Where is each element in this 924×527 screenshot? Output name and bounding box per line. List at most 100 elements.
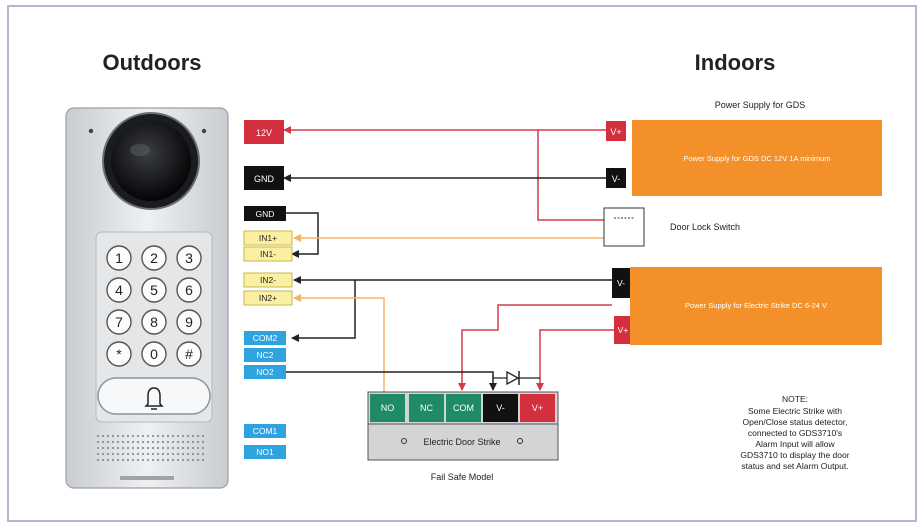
brand-logo: [120, 476, 174, 480]
terminal-com2: COM2: [244, 331, 286, 345]
terminal-gnd-2-label: GND: [256, 209, 275, 219]
door-lock-switch-label: Door Lock Switch: [670, 222, 740, 232]
note-line: Alarm Input will allow: [755, 439, 835, 449]
keypad-key-label: 1: [115, 250, 123, 266]
terminal-gnd-1-label: GND: [254, 174, 275, 184]
strike-terminals: NO NC COM V- V+: [370, 394, 555, 422]
terminal-in1-minus: IN1-: [243, 246, 293, 262]
wire-in2-com2: [291, 280, 356, 342]
gds-power-supply: Power Supply for GDS DC 12V 1A minimum: [632, 120, 882, 196]
note-title: NOTE:: [782, 394, 808, 404]
keypad-key-label: 8: [150, 314, 158, 330]
gds-power-vplus: V+: [606, 121, 626, 141]
terminal-no2: NO2: [244, 365, 286, 379]
strike-terminal-label: COM: [453, 403, 474, 413]
terminal-12v: 12V: [244, 120, 284, 144]
note: NOTE: Some Electric Strike withOpen/Clos…: [740, 394, 849, 471]
diode-icon: [506, 370, 520, 386]
wire-in2-plus: [293, 294, 385, 392]
strike-power-vplus: V+: [614, 316, 632, 344]
outdoors-heading: Outdoors: [103, 50, 202, 75]
terminal-in2-minus: IN2-: [243, 272, 293, 288]
strike-power-supply: Power Supply for Electric Strike DC 6-24…: [630, 267, 882, 345]
terminal-in2-plus: IN2+: [243, 290, 293, 306]
keypad-key[interactable]: 4: [106, 277, 132, 303]
keypad-key[interactable]: #: [176, 341, 202, 367]
keypad-key[interactable]: *: [106, 341, 132, 367]
keypad-key[interactable]: 8: [141, 309, 167, 335]
keypad-key[interactable]: 7: [106, 309, 132, 335]
terminal-gnd-1: GND: [244, 166, 284, 190]
strike-power-vminus: V-: [612, 268, 630, 298]
strike-terminal-no: NO: [370, 394, 405, 422]
terminal-no1-label: NO1: [256, 447, 274, 457]
note-line: GDS3710 to display the door: [740, 450, 849, 460]
keypad-key[interactable]: 0: [141, 341, 167, 367]
terminal-com1: COM1: [244, 424, 286, 438]
note-line: status and set Alarm Output.: [741, 461, 848, 471]
terminal-in1-plus: IN1+: [243, 230, 293, 246]
keypad-key[interactable]: 2: [141, 245, 167, 271]
keypad-key-label: *: [116, 346, 122, 362]
strike-power-vminus-label: V-: [617, 278, 625, 288]
keypad-keys: 1 2 3 4 5 6 7 8 9 * 0 #: [106, 245, 202, 367]
wire-strike-com: [458, 304, 612, 391]
terminal-com1-label: COM1: [253, 426, 278, 436]
strike-terminal-vminus: V-: [483, 394, 518, 422]
keypad-key-label: 3: [185, 250, 193, 266]
gds-power-vplus-label: V+: [610, 127, 621, 137]
note-line: Open/Close status detector,: [743, 417, 848, 427]
terminal-no1: NO1: [244, 445, 286, 459]
strike-terminal-label: NC: [420, 403, 433, 413]
strike-terminal-label: NO: [381, 403, 395, 413]
keypad-key-label: #: [185, 346, 193, 362]
keypad-key[interactable]: 5: [141, 277, 167, 303]
keypad-key-label: 4: [115, 282, 123, 298]
wire-strike-vplus: [536, 329, 614, 391]
gds-power-vminus: V-: [606, 168, 626, 188]
terminal-in2-plus-label: IN2+: [259, 293, 277, 303]
wire-no2: [286, 371, 497, 391]
doorbell-button[interactable]: [97, 377, 211, 415]
gds-power-label: Power Supply for GDS DC 12V 1A minimum: [683, 154, 830, 163]
keypad-key[interactable]: 3: [176, 245, 202, 271]
strike-power-label: Power Supply for Electric Strike DC 6-24…: [685, 301, 827, 310]
terminal-12v-label: 12V: [256, 128, 272, 138]
note-line: Some Electric Strike with: [748, 406, 842, 416]
terminal-nc2: NC2: [244, 348, 286, 362]
wire-gnd-in1-loop: [286, 212, 319, 258]
indoors-heading: Indoors: [695, 50, 776, 75]
keypad-key-label: 5: [150, 282, 158, 298]
keypad-key-label: 2: [150, 250, 158, 266]
terminal-no2-label: NO2: [256, 367, 274, 377]
doorbell-area: [97, 377, 211, 415]
door-lock-switch: [603, 207, 645, 247]
terminal-gnd-2: GND: [244, 206, 286, 221]
keypad-key-label: 6: [185, 282, 193, 298]
terminal-nc2-label: NC2: [256, 350, 273, 360]
terminal-com2-label: COM2: [253, 333, 278, 343]
strike-terminal-label: V-: [496, 403, 505, 413]
keypad-key[interactable]: 9: [176, 309, 202, 335]
strike-power-vplus-label: V+: [618, 325, 629, 335]
keypad-key[interactable]: 1: [106, 245, 132, 271]
speaker-grille: [96, 434, 205, 462]
note-line: connected to GDS3710's: [748, 428, 842, 438]
bell-icon: [144, 387, 164, 407]
keypad-key-label: 0: [150, 346, 158, 362]
strike-label: Electric Door Strike: [423, 437, 500, 447]
terminal-in1-plus-label: IN1+: [259, 233, 277, 243]
strike-terminal-vplus: V+: [520, 394, 555, 422]
keypad-key[interactable]: 6: [176, 277, 202, 303]
terminal-in2-minus-label: IN2-: [260, 275, 276, 285]
strike-terminal-nc: NC: [409, 394, 444, 422]
wire-door-switch-supply: [537, 130, 604, 221]
keypad-key-label: 9: [185, 314, 193, 330]
gds-power-caption: Power Supply for GDS: [715, 100, 806, 110]
strike-terminal-label: V+: [532, 403, 543, 413]
strike-terminal-com: COM: [446, 394, 481, 422]
keypad-key-label: 7: [115, 314, 123, 330]
terminal-in1-minus-label: IN1-: [260, 249, 276, 259]
